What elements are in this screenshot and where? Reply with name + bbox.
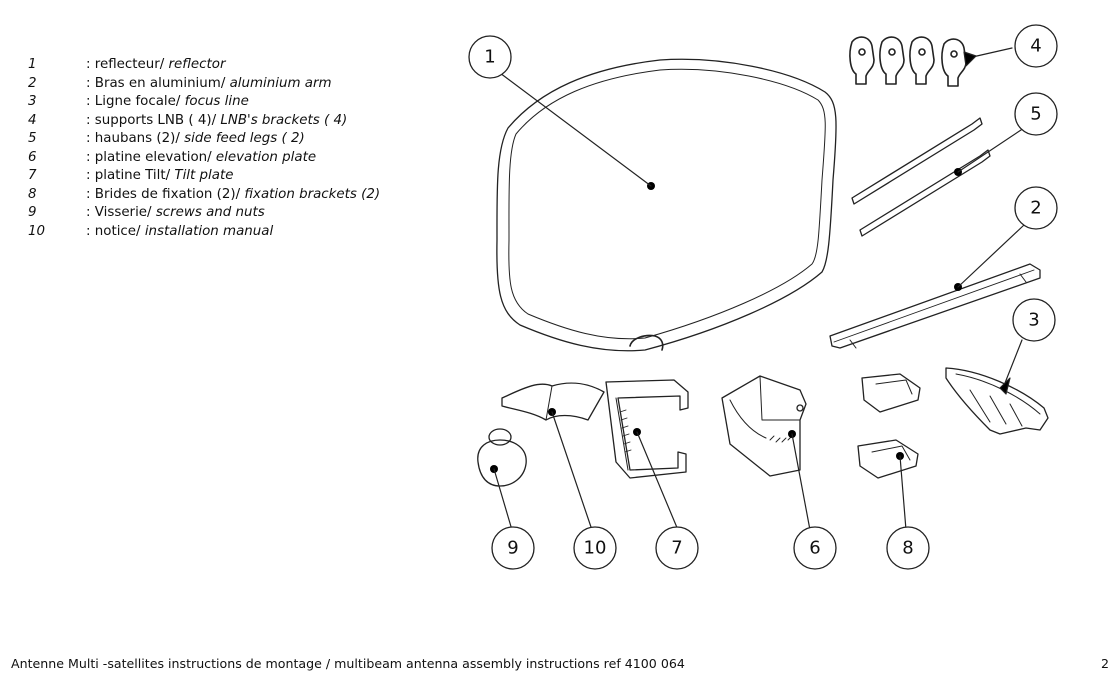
lnb-brackets-drawing xyxy=(849,36,967,87)
legend-english: reflector xyxy=(168,57,226,72)
aluminium-arm-drawing xyxy=(829,263,1041,349)
legend-item-9: 9 : Visserie / screws and nuts xyxy=(28,204,380,223)
callout-9: 9 xyxy=(491,526,535,570)
svg-text:4: 4 xyxy=(1030,36,1041,57)
leader-lines xyxy=(493,47,1025,531)
legend-number: 2 xyxy=(28,75,37,91)
legend-french: Ligne focale xyxy=(94,94,176,109)
legend-item-8: 8 : Brides de fixation (2) / fixation br… xyxy=(28,186,380,205)
legend-english: focus line xyxy=(184,94,249,109)
legend-number: 5 xyxy=(28,131,37,146)
legend-english: side feed legs ( 2) xyxy=(184,131,305,146)
legend-french: notice xyxy=(94,223,137,239)
legend-french: platine elevation xyxy=(94,149,208,165)
callout-10: 10 xyxy=(573,526,617,570)
legend-item-2: 2 : Bras en aluminium / aluminium arm xyxy=(28,75,380,94)
reflector-drawing xyxy=(496,58,837,352)
legend-french: haubans (2) xyxy=(94,131,176,146)
svg-text:1: 1 xyxy=(484,47,495,68)
legend-item-5: 5 : haubans (2) / side feed legs ( 2) xyxy=(28,130,380,149)
legend-french: platine Tilt xyxy=(94,168,166,183)
callout-1: 1 xyxy=(468,35,512,79)
legend-french: Bras en aluminium xyxy=(94,75,221,91)
callout-8: 8 xyxy=(886,526,930,570)
legend-item-7: 7 : platine Tilt / Tilt plate xyxy=(28,167,380,186)
svg-text:3: 3 xyxy=(1028,310,1039,331)
legend-english: LNB's brackets ( 4) xyxy=(220,112,348,128)
fixation-brackets-drawing xyxy=(857,373,921,479)
legend-number: 10 xyxy=(28,223,46,239)
page-footer: Antenne Multi -satellites instructions d… xyxy=(11,656,685,671)
legend-number: 8 xyxy=(28,186,37,202)
svg-text:6: 6 xyxy=(809,538,820,559)
legend-english: screws and nuts xyxy=(155,205,265,220)
callout-5: 5 xyxy=(1014,92,1058,136)
legend-number: 9 xyxy=(28,205,37,220)
legend-english: aluminium arm xyxy=(229,75,332,91)
legend-english: installation manual xyxy=(144,223,274,239)
elevation-plate-drawing xyxy=(721,375,807,477)
tilt-plate-drawing xyxy=(605,379,689,479)
callout-6: 6 xyxy=(793,526,837,570)
legend-item-4: 4 : supports LNB ( 4) / LNB's brackets (… xyxy=(28,112,380,131)
parts-legend: 1 : reflecteur / reflector 2 : Bras en a… xyxy=(28,56,380,241)
svg-text:5: 5 xyxy=(1030,104,1041,125)
svg-text:8: 8 xyxy=(902,538,913,559)
legend-english: fixation brackets (2) xyxy=(244,186,381,202)
legend-french: reflecteur xyxy=(94,57,160,72)
legend-item-10: 10 : notice / installation manual xyxy=(28,223,380,242)
svg-text:7: 7 xyxy=(671,538,682,559)
legend-item-3: 3 : Ligne focale / focus line xyxy=(28,93,380,112)
legend-item-1: 1 : reflecteur / reflector xyxy=(28,56,380,75)
legend-french: Visserie xyxy=(94,205,148,220)
callout-2: 2 xyxy=(1014,186,1058,230)
svg-text:2: 2 xyxy=(1030,198,1041,219)
legend-english: elevation plate xyxy=(215,149,317,165)
legend-number: 7 xyxy=(28,168,37,183)
focus-line-drawing xyxy=(945,367,1049,435)
legend-number: 4 xyxy=(28,112,37,128)
svg-text:10: 10 xyxy=(584,538,607,559)
svg-text:9: 9 xyxy=(507,538,518,559)
legend-item-6: 6 : platine elevation / elevation plate xyxy=(28,149,380,168)
legend-french: Brides de fixation (2) xyxy=(94,186,236,202)
callout-4: 4 xyxy=(1014,24,1058,68)
screws-nuts-drawing xyxy=(477,428,527,487)
page-number: 2 xyxy=(1101,656,1109,671)
legend-number: 1 xyxy=(28,57,37,72)
callout-7: 7 xyxy=(655,526,699,570)
callout-3: 3 xyxy=(1012,298,1056,342)
legend-english: Tilt plate xyxy=(174,168,234,183)
legend-number: 6 xyxy=(28,149,37,165)
legend-number: 3 xyxy=(28,94,37,109)
legend-french: supports LNB ( 4) xyxy=(94,112,212,128)
side-feed-legs-drawing xyxy=(851,117,991,237)
